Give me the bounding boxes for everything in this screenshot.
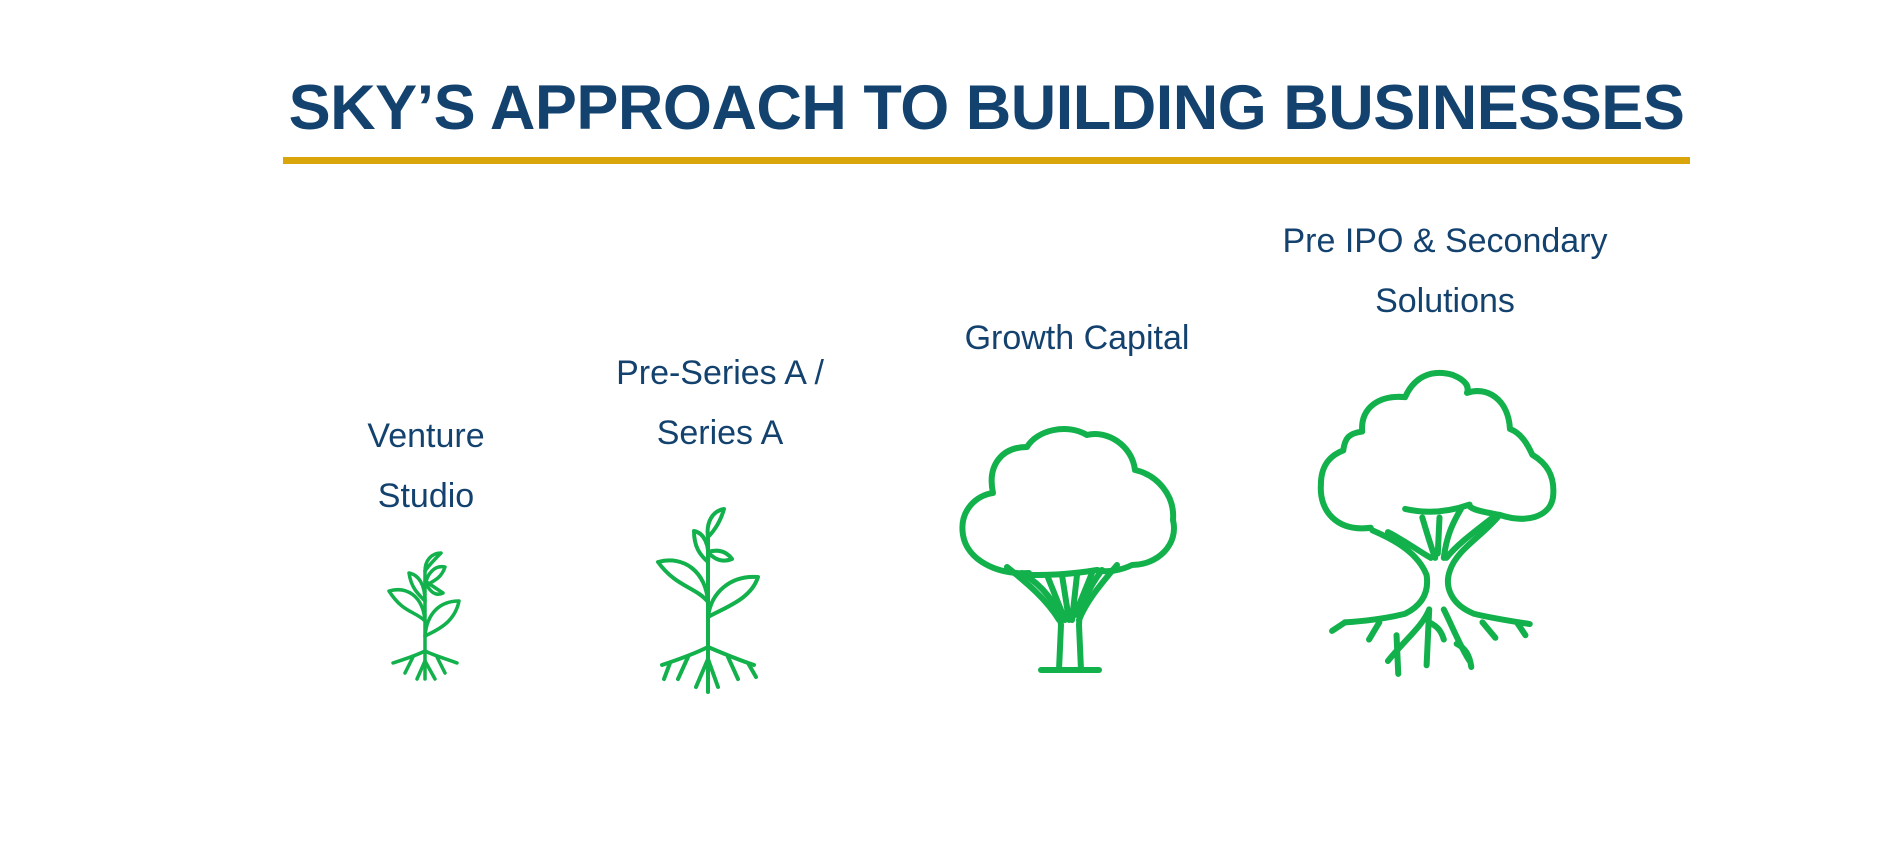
sprout-icon	[656, 507, 760, 694]
tree-icon	[959, 426, 1177, 673]
label-line: Pre IPO & Secondary	[1282, 222, 1608, 260]
large-tree-with-roots-icon	[1317, 369, 1557, 677]
page-title: SKY’S APPROACH TO BUILDING BUSINESSES	[288, 73, 1685, 143]
title-underline	[283, 157, 1690, 164]
label-line: Studio	[377, 477, 475, 515]
label-line: Solutions	[1375, 282, 1515, 320]
stage-label-venture-studio: Venture Studio	[226, 406, 626, 526]
label-line: Series A	[656, 414, 784, 452]
label-line: Pre-Series A /	[616, 354, 824, 392]
stage-label-series-a: Pre-Series A / Series A	[520, 343, 920, 463]
stage-label-growth-capital: Growth Capital	[877, 308, 1277, 368]
small-sprout-icon	[387, 551, 461, 681]
label-line: Venture	[367, 417, 485, 455]
label-line: Growth Capital	[964, 319, 1190, 357]
stage-label-pre-ipo: Pre IPO & Secondary Solutions	[1245, 211, 1645, 331]
